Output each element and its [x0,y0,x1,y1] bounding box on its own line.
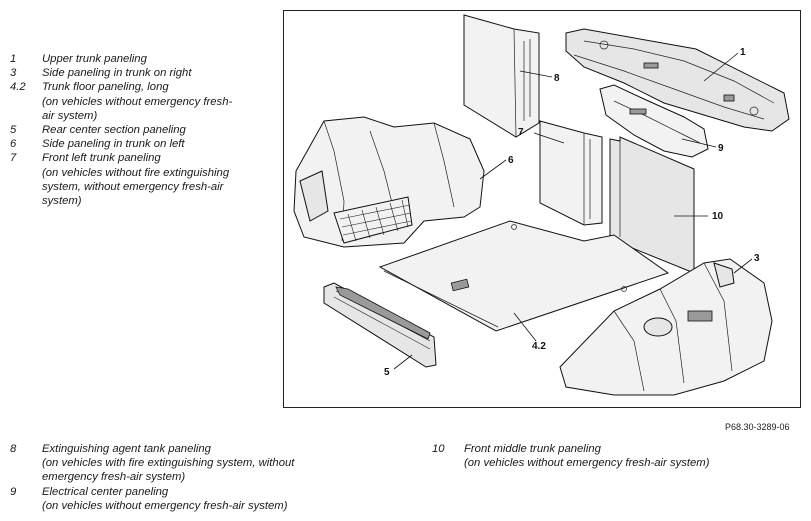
part-7-front-left-trunk-paneling [539,120,603,226]
part-9-electrical-center-paneling [599,84,709,158]
legend-item-number: 7 [10,152,17,165]
legend-item-number: 10 [432,443,445,455]
legend-item-text: Side paneling in trunk on right [42,67,192,80]
legend-item-number: 3 [10,67,17,80]
legend-item-number: 1 [10,53,17,65]
legend-item-number: 9 [10,485,17,498]
callout-4-2: 4.2 [532,341,546,352]
callout-10: 10 [712,211,724,222]
legend-item: 7 Front left trunk paneling (on vehicles … [10,151,260,208]
legend-bottom-right: 10 Front middle trunk paneling (on vehicl… [432,442,762,470]
callout-6: 6 [508,155,514,166]
legend-item-text: Electrical center paneling (on vehicles … [42,485,288,512]
legend-item-text: Extinguishing agent tank paneling (on ve… [42,443,295,484]
legend-item-text: Rear center section paneling [42,124,186,137]
part-6-side-paneling-left [293,116,485,248]
callout-8: 8 [554,73,560,84]
legend-item-number: 6 [10,138,17,151]
parts-drawing: 1 8 9 7 6 10 3 4.2 5 [293,14,790,396]
legend-item: 1 Upper trunk paneling [10,52,260,66]
part-8-extinguishing-tank-paneling [463,14,540,138]
part-5-rear-center-section-paneling [323,282,437,368]
legend-item: 6 Side paneling in trunk on left [10,137,260,151]
legend-item-text: Upper trunk paneling [42,53,147,65]
legend-item-number: 4.2 [10,81,26,94]
part-3-side-paneling-right [559,258,773,396]
legend-item: 3 Side paneling in trunk on right [10,66,260,80]
legend-item: 9 Electrical center paneling (on vehicles… [10,485,330,513]
legend-item: 5 Rear center section paneling [10,123,260,137]
legend-item-text: Front middle trunk paneling (on vehicles… [464,443,710,470]
legend-item: 4.2 Trunk floor paneling, long (on vehicl… [10,80,260,123]
legend-item-text: Front left trunk paneling (on vehicles w… [42,152,230,208]
part-4-2-trunk-floor-paneling [378,220,670,332]
legend-item-text: Trunk floor paneling, long (on vehicles … [42,81,233,122]
part-1-upper-trunk-paneling [565,28,790,132]
callout-leader-lines [393,52,753,370]
legend-item: 10 Front middle trunk paneling (on vehicl… [432,442,762,470]
figure-code: P68.30-3289-06 [725,422,790,432]
callout-7: 7 [518,127,524,138]
legend-item: 8 Extinguishing agent tank paneling (on v… [10,442,330,485]
legend-item-text: Side paneling in trunk on left [42,138,185,151]
callout-3: 3 [754,253,760,264]
exploded-parts-figure: 1 8 9 7 6 10 3 4.2 5 [283,10,801,408]
callout-5: 5 [384,367,390,378]
legend-item-number: 8 [10,443,17,455]
callout-9: 9 [718,143,724,154]
legend-bottom-left: 8 Extinguishing agent tank paneling (on v… [10,442,330,513]
legend-item-number: 5 [10,124,17,137]
callout-1: 1 [740,47,746,58]
